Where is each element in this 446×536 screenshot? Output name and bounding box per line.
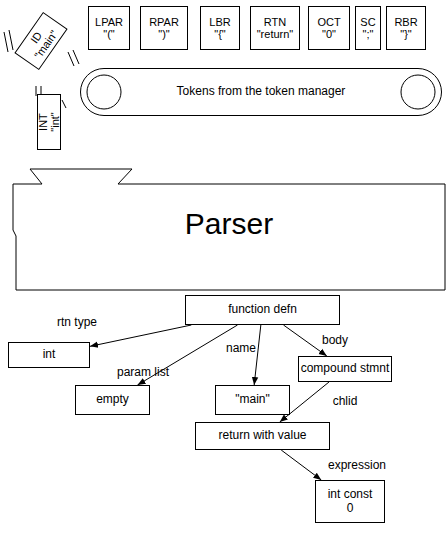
edge-label: rtn type	[57, 315, 97, 329]
token-value: "0"	[322, 28, 336, 40]
token-value: "return"	[257, 28, 294, 40]
token-box: INT"int"	[37, 94, 61, 150]
token-box: RBR"}"	[386, 6, 426, 50]
token-value: "int"	[49, 112, 61, 131]
token-type: RPAR	[149, 16, 179, 28]
node-text: return with value	[218, 429, 306, 442]
tree-edge	[283, 325, 326, 356]
token-box: OCT"0"	[308, 6, 350, 50]
tree-node: int const 0	[315, 480, 385, 523]
tree-edge	[281, 450, 321, 480]
node-text: int const 0	[326, 488, 374, 514]
token-value: ";"	[363, 28, 374, 40]
tree-node: "main"	[215, 385, 290, 415]
token-box: LBR"{"	[200, 6, 240, 50]
motion-line	[4, 32, 8, 52]
edge-label: param list	[117, 365, 169, 379]
token-value: "}"	[400, 28, 411, 40]
token-type: LBR	[209, 16, 230, 28]
belt-pulley	[87, 75, 121, 109]
token-type: RTN	[264, 16, 286, 28]
node-text: int	[43, 348, 56, 361]
token-value: ")"	[158, 28, 169, 40]
token-box: ID"main"	[14, 12, 67, 70]
token-type: RBR	[394, 16, 417, 28]
node-text: empty	[96, 393, 129, 406]
token-box: SC";"	[355, 6, 381, 50]
token-box: RTN"return"	[250, 6, 300, 50]
belt-band	[81, 69, 442, 116]
node-text: "main"	[235, 393, 270, 406]
token-type: SC	[360, 16, 375, 28]
token-type: OCT	[317, 16, 340, 28]
edge-label: name	[226, 341, 256, 355]
token-type: LPAR	[95, 16, 123, 28]
motion-line	[68, 52, 74, 66]
edge-label: body	[322, 333, 348, 347]
tree-node: return with value	[195, 422, 330, 450]
token-value: "("	[103, 28, 114, 40]
token-box: RPAR")"	[140, 6, 188, 50]
tree-node: int	[8, 342, 90, 368]
motion-line	[62, 100, 66, 108]
node-text: Tokens from the token manager	[177, 85, 346, 98]
token-box: LPAR"("	[88, 6, 130, 50]
belt-pulley	[401, 75, 435, 109]
node-text: function defn	[228, 303, 297, 316]
tree-node: function defn	[185, 295, 340, 325]
tree-edge	[254, 325, 261, 385]
node-text: Parser	[185, 207, 273, 240]
tree-node: empty	[75, 385, 150, 415]
motion-line	[73, 50, 79, 64]
token-type: INT	[37, 113, 49, 131]
tree-edge	[90, 325, 191, 346]
edge-label: chlid	[333, 394, 358, 408]
edge-label: expression	[328, 458, 386, 472]
motion-line	[9, 30, 13, 50]
node-text: compound stmnt	[301, 362, 390, 375]
tree-node: compound stmnt	[298, 356, 392, 382]
conveyor-belt: Tokens from the token manager	[80, 68, 442, 116]
token-value: "{"	[214, 28, 225, 40]
parser-block: Parser	[12, 166, 446, 292]
parser-hopper	[13, 169, 445, 290]
